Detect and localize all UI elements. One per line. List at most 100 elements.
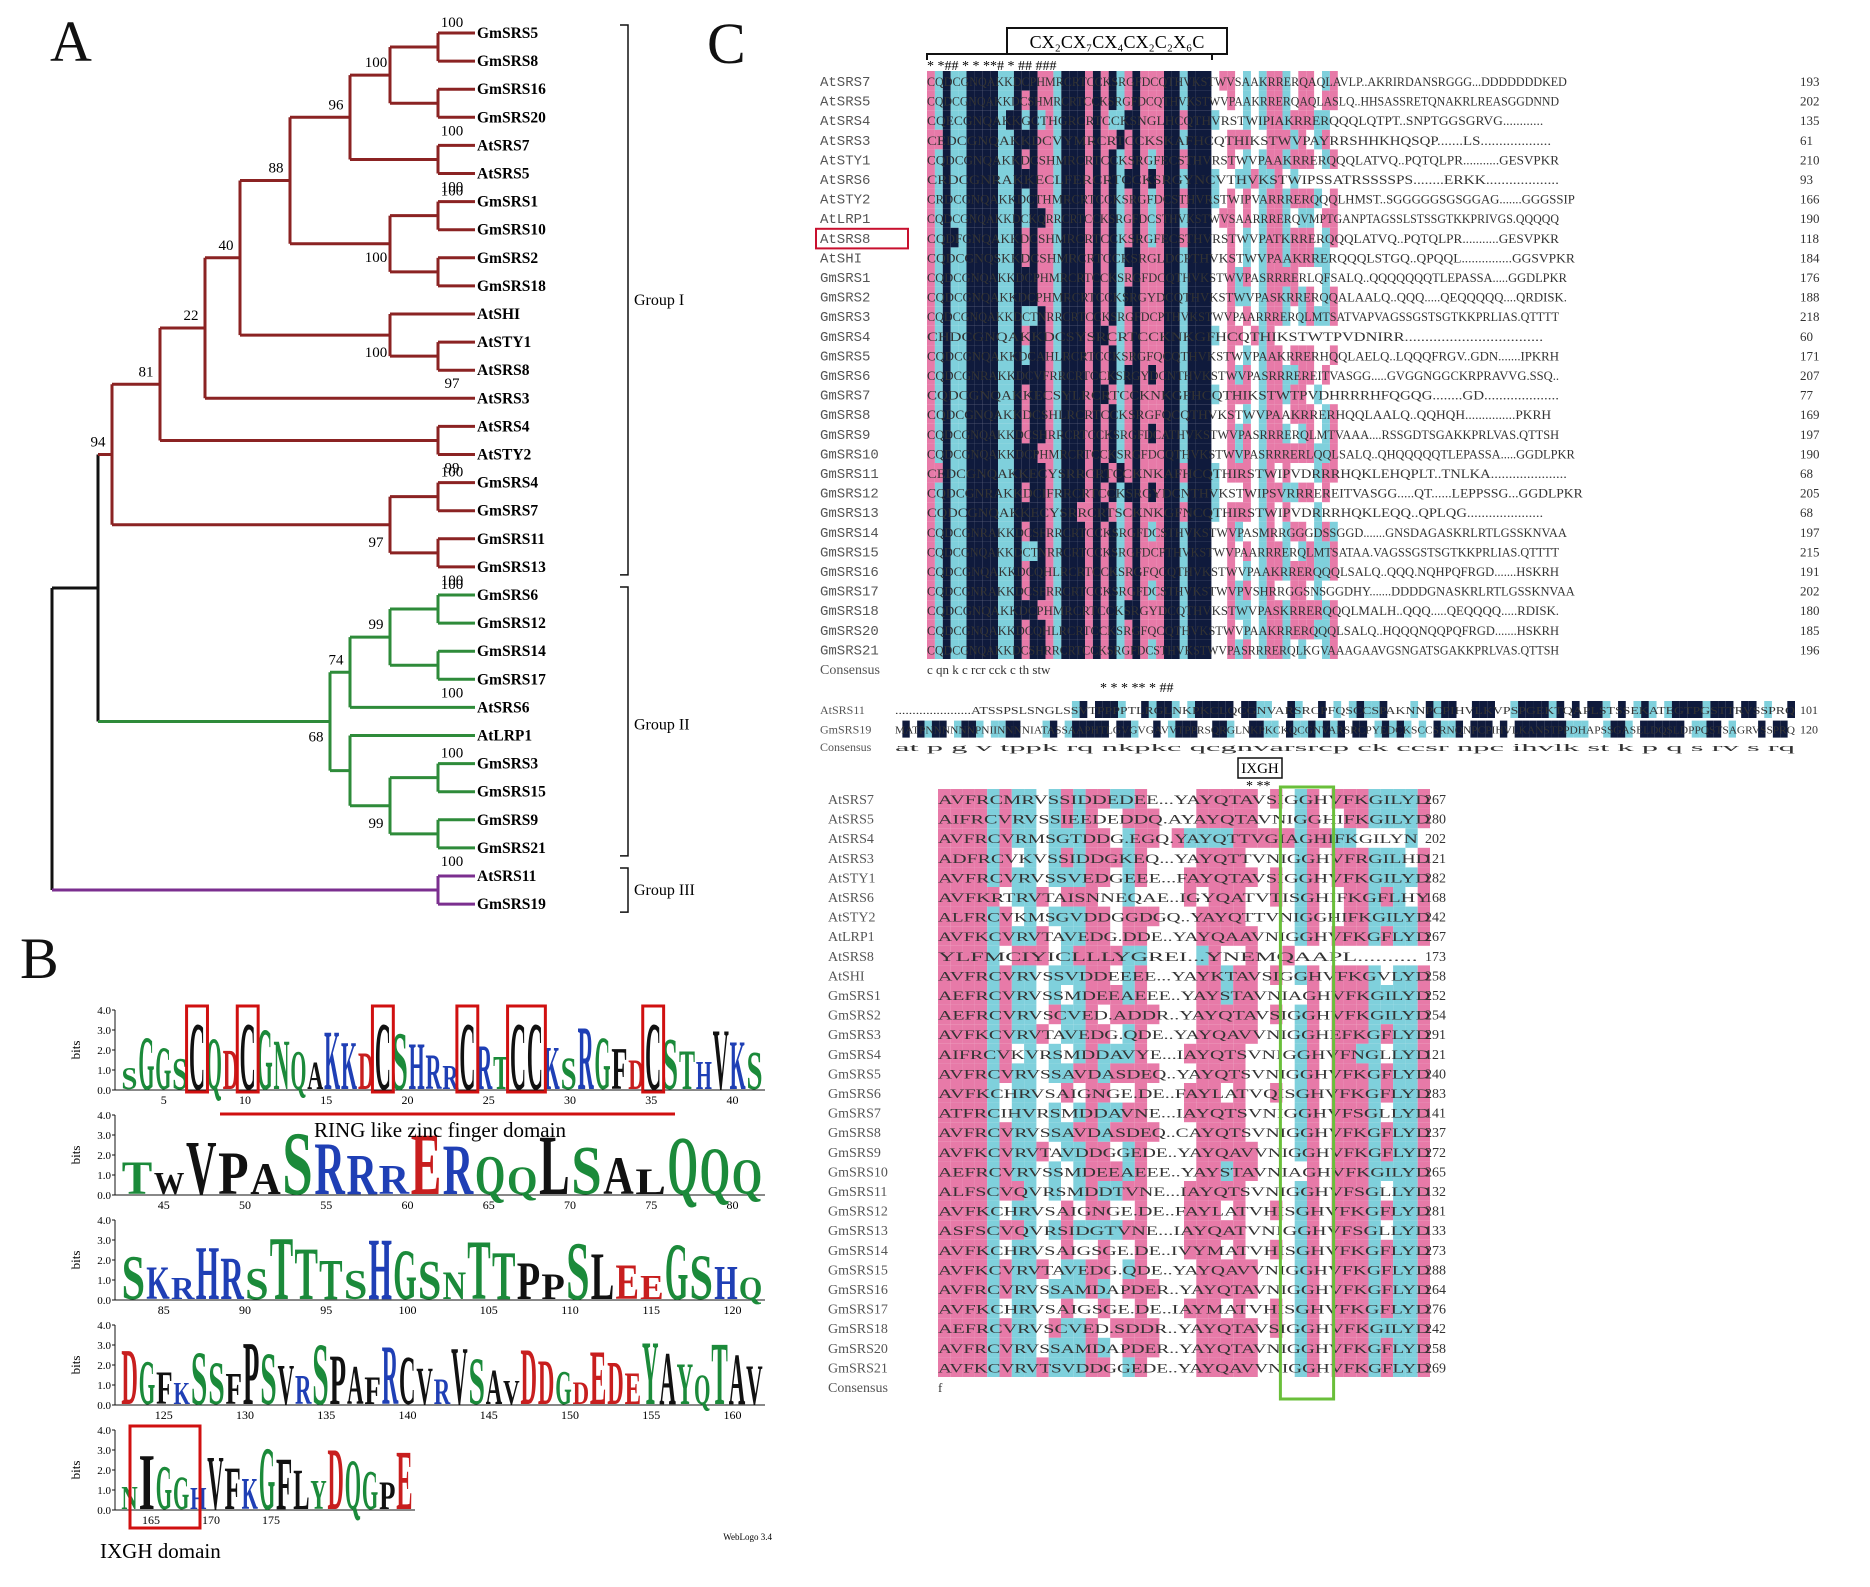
residue-shade [1045,443,1054,463]
residue-shade [934,227,943,248]
residue-shade [1171,110,1180,130]
residue-shade [950,188,959,209]
residue-shade [1258,325,1267,346]
residue-shade [1108,149,1117,169]
residue-shade [1179,247,1188,267]
residue-shade [1187,365,1196,385]
alignment-seq-name: AtSRS5 [828,813,874,828]
residue-shade [1235,129,1243,150]
alignment-seq-name: GmSRS16 [820,565,879,581]
residue-shade [1282,90,1291,111]
alignment-seq: AEFRCVRVSSMDEEAEEE..YAYSTAVNIAGHVFKGILYD [938,1164,1430,1179]
residue-shade [1156,600,1164,620]
residue-shade [1085,71,1093,91]
logo-letter: F [611,1036,627,1102]
residue-shade [942,365,951,385]
residue-shade [1092,384,1101,405]
residue-shade [966,482,975,503]
residue-shade [938,828,951,848]
residue-shade [1274,345,1283,365]
residue-shade [1045,521,1054,542]
residue-shade [1329,149,1338,169]
residue-shade [1195,701,1203,718]
residue-shade [1306,365,1315,385]
residue-shade [1187,580,1196,601]
residue-shade [958,286,967,307]
residue-shade [1329,345,1338,365]
consensus-seq: at p g v tppk rq nkpkc qcgnvarsrcp ck cc… [895,743,1795,754]
logo-letter: V [416,1356,433,1416]
residue-shade [1013,345,1022,365]
residue-shade [1116,149,1125,169]
residue-shade [1013,149,1022,169]
residue-shade [1393,906,1406,927]
residue-shade [1258,365,1267,385]
residue-shade [1077,129,1085,150]
alignment-seq: AVFRCMRVSSIDDEDEE...YAYQTAVSIGGHVFKGILYD [938,792,1430,807]
residue-shade [1164,502,1172,522]
residue-shade [1371,701,1380,718]
residue-shade [1013,541,1022,561]
residue-shade [1085,828,1098,848]
residue-shade [1699,720,1707,738]
residue-shade [1258,110,1267,130]
logo-letter: D [358,1041,374,1101]
residue-shade [1006,169,1014,189]
residue-shade [934,639,943,659]
highlight-box [815,227,909,250]
alignment-seq: CQDCGNQSKKDCSHMRCRTCCKSRGLDCPTHVKSTWVPAA… [927,250,1575,265]
taxon-label: GmSRS21 [477,840,546,857]
residue-shade [1037,247,1046,267]
logo-letter: C [510,1003,526,1111]
alignment-seq-num: 202 [1800,584,1820,599]
residue-shade [1061,149,1070,169]
residue-shade [938,789,951,809]
logo-y-tick: 4.0 [97,1425,111,1437]
residue-shade [1073,887,1086,907]
residue-shade [1306,90,1315,111]
residue-shade [1013,110,1022,130]
residue-shade [1037,541,1046,561]
residue-shade [1073,847,1086,868]
residue-shade [982,384,991,405]
residue-shade [1671,701,1680,718]
residue-shade [1220,887,1234,907]
alignment-seq: CQDCGNRAKKDCSFRRCRTCCKSRGFDCSTHVKSTWVPAS… [927,525,1567,540]
residue-shade [1077,502,1085,522]
residue-shade [1329,208,1338,228]
residue-shade [1417,847,1430,868]
residue-shade [966,188,975,209]
residue-shade [1108,208,1117,228]
residue-shade [1053,306,1062,326]
residue-shade [1758,720,1766,738]
residue-shade [1085,286,1093,307]
logo-letter: S [344,1262,367,1309]
residue-shade [1037,423,1046,444]
residue-shade [950,867,963,887]
residue-shade [990,345,999,365]
residue-shade [990,247,999,267]
residue-shade [990,365,999,385]
residue-shade [974,227,983,248]
residue-shade [942,110,951,130]
residue-shade [1013,580,1022,601]
residue-shade [1045,619,1054,640]
logo-y-tick: 3.0 [97,1235,111,1247]
residue-shade [1243,286,1251,307]
residue-shade [1061,188,1070,209]
weblogo-credit: WebLogo 3.4 [723,1532,772,1542]
residue-shade [1006,463,1014,483]
residue-shade [982,502,991,522]
residue-shade [998,365,1006,385]
residue-shade [1045,149,1054,169]
residue-shade [1227,227,1236,248]
residue-shade [1029,227,1038,248]
residue-shade [1329,619,1338,640]
residue-shade [1140,541,1149,561]
residue-shade [1140,306,1149,326]
residue-shade [1045,71,1054,91]
residue-shade [1322,463,1330,483]
residue-shade [1294,867,1307,887]
residue-shade [1077,482,1085,503]
residue-shade [1132,463,1141,483]
